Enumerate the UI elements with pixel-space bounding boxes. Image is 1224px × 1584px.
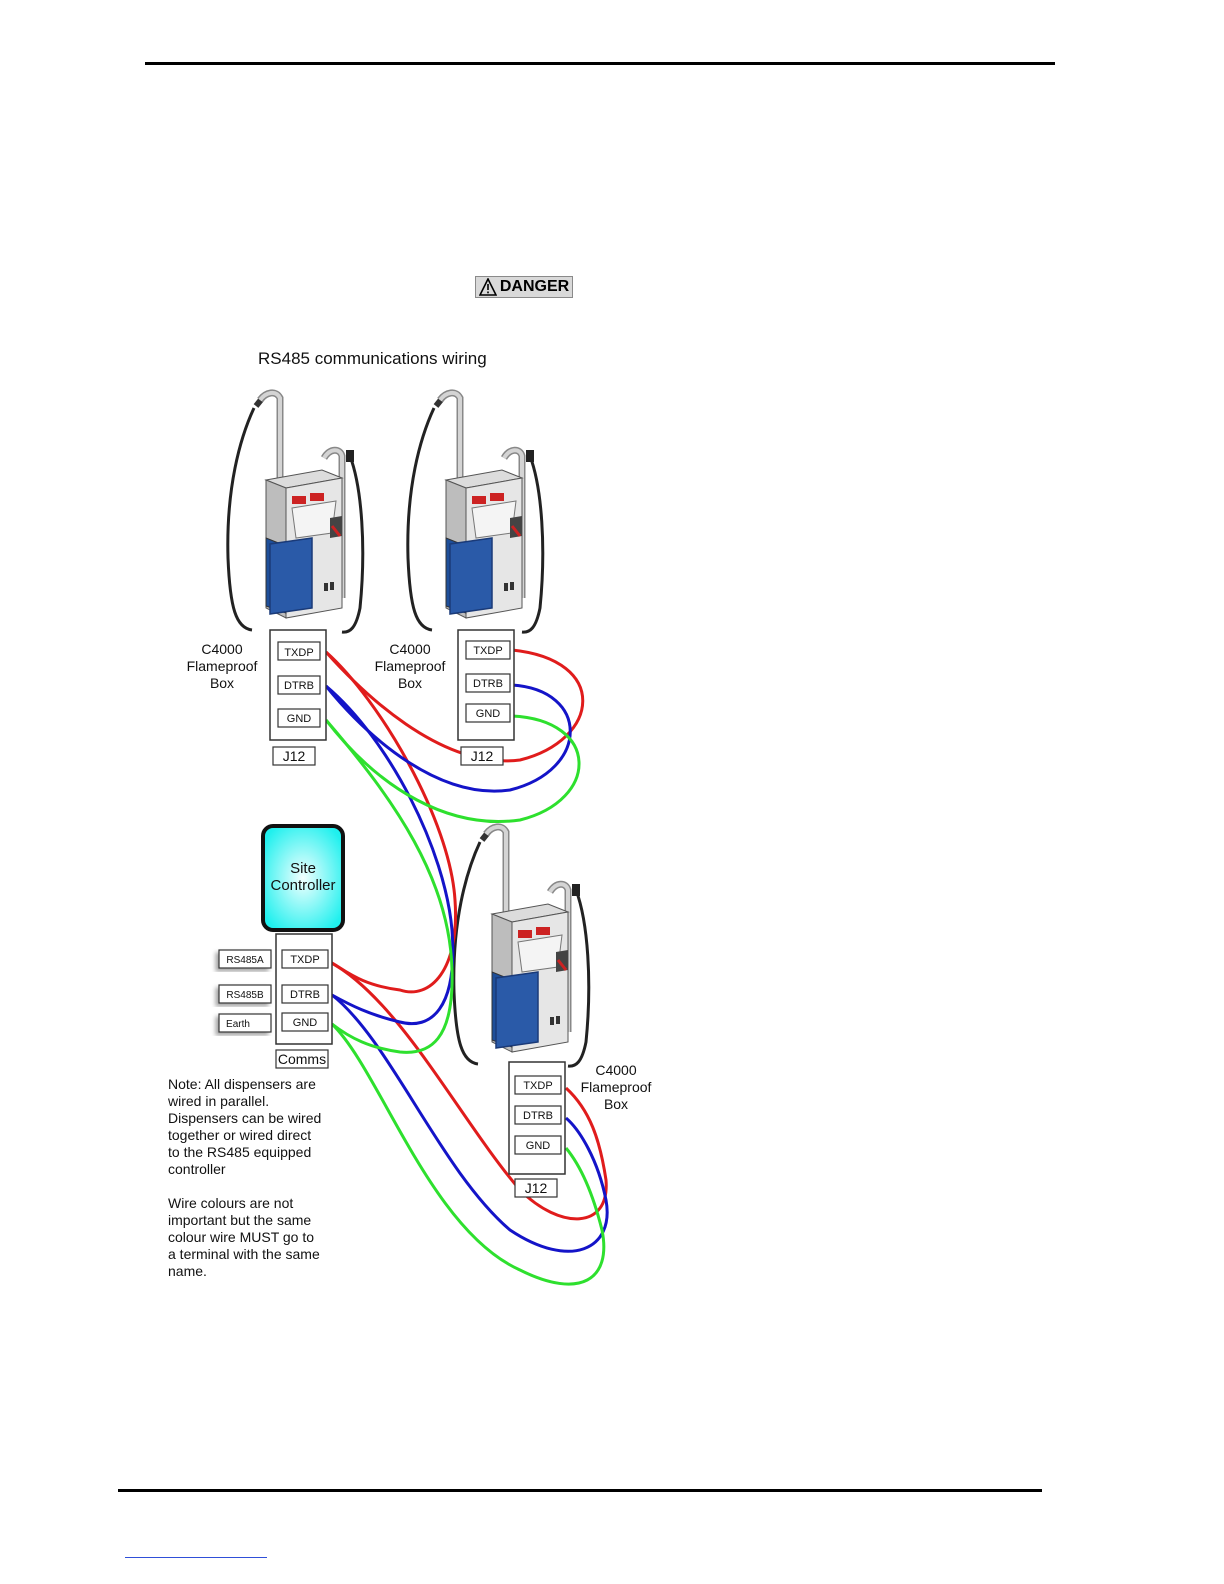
comms-terminal-txdp: TXDP bbox=[290, 954, 319, 966]
danger-badge: DANGER bbox=[475, 276, 573, 298]
site-controller bbox=[261, 824, 345, 932]
site-controller-label-line-1: Site bbox=[290, 860, 316, 877]
box-2-connector-label: J12 bbox=[471, 748, 494, 764]
figure-title: RS485 communications wiring bbox=[258, 349, 487, 368]
box-1-terminal-gnd: GND bbox=[287, 713, 312, 725]
box-1-connector-label: J12 bbox=[283, 748, 306, 764]
box-1-label-line-2: Flameproof bbox=[187, 658, 258, 674]
box-2-terminal-txdp: TXDP bbox=[473, 645, 502, 657]
box-3-terminal-txdp: TXDP bbox=[523, 1080, 552, 1092]
comms-connector bbox=[218, 933, 333, 1069]
box-2-terminal-gnd: GND bbox=[476, 708, 501, 720]
danger-label: DANGER bbox=[499, 278, 570, 295]
box-3-label-line-1: C4000 bbox=[595, 1062, 636, 1078]
signal-rs485b: RS485B bbox=[226, 990, 264, 1001]
signal-rs485a: RS485A bbox=[226, 955, 264, 966]
footer-link-underline[interactable] bbox=[125, 1557, 267, 1558]
box-1-label-line-1: C4000 bbox=[201, 641, 242, 657]
flameproof-box-2 bbox=[457, 629, 515, 766]
signal-earth: Earth bbox=[226, 1019, 250, 1030]
box-2-label-line-1: C4000 bbox=[389, 641, 430, 657]
footer-rule bbox=[118, 1489, 1042, 1492]
box-3-label-line-2: Flameproof bbox=[581, 1079, 652, 1095]
note-parallel-wiring: Note: All dispensers are wired in parall… bbox=[168, 1076, 322, 1177]
box-3-label-line-3: Box bbox=[604, 1096, 628, 1112]
box-1-label-line-3: Box bbox=[210, 675, 234, 691]
box-2-terminal-dtrb: DTRB bbox=[473, 678, 503, 690]
box-1-terminal-txdp: TXDP bbox=[284, 647, 313, 659]
box-2-label-line-3: Box bbox=[398, 675, 422, 691]
box-1-terminal-dtrb: DTRB bbox=[284, 680, 314, 692]
header-rule bbox=[145, 62, 1055, 65]
flameproof-box-1 bbox=[269, 629, 327, 766]
warning-triangle-icon bbox=[478, 278, 497, 296]
comms-terminal-dtrb: DTRB bbox=[290, 989, 320, 1001]
site-controller-label-line-2: Controller bbox=[270, 877, 335, 894]
note-wire-colours: Wire colours are not important but the s… bbox=[168, 1195, 320, 1279]
flameproof-box-3 bbox=[508, 1061, 566, 1198]
comms-terminal-gnd: GND bbox=[293, 1017, 318, 1029]
box-3-terminal-dtrb: DTRB bbox=[523, 1110, 553, 1122]
box-2-label-line-2: Flameproof bbox=[375, 658, 446, 674]
box-3-connector-label: J12 bbox=[525, 1180, 548, 1196]
comms-connector-label: Comms bbox=[278, 1051, 326, 1067]
box-3-terminal-gnd: GND bbox=[526, 1140, 551, 1152]
